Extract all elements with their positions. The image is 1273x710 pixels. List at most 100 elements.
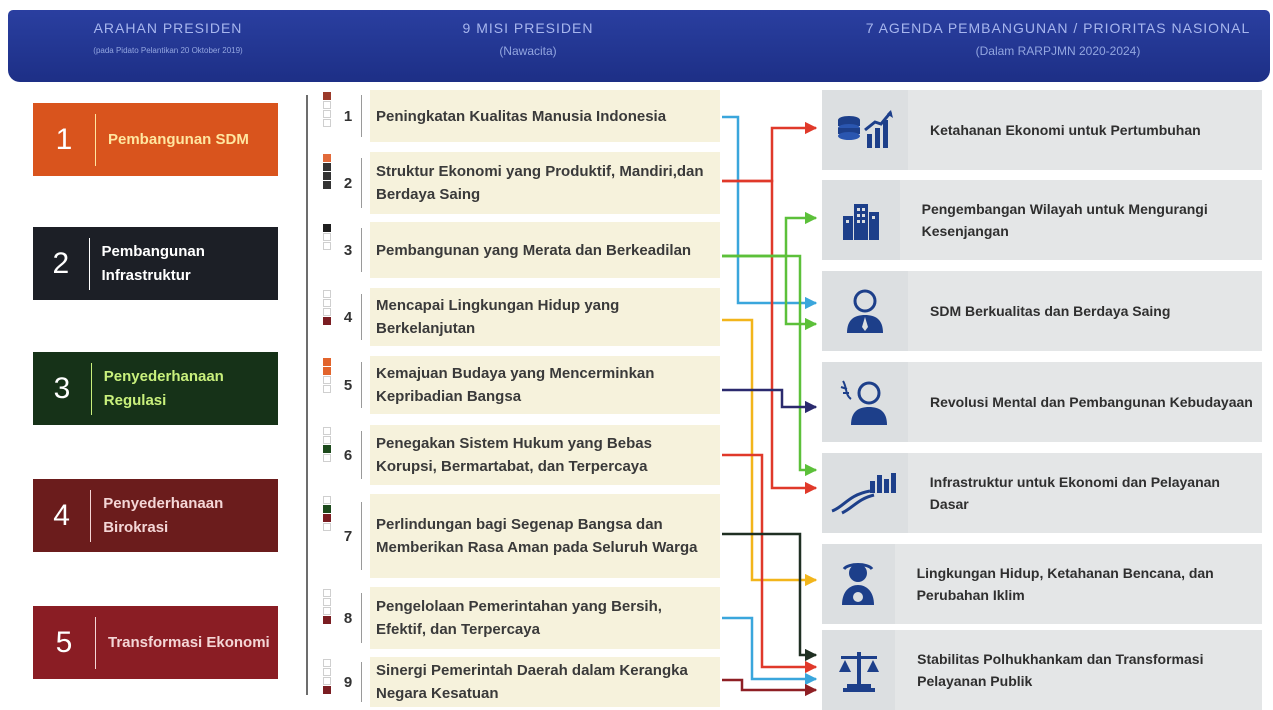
- agenda-row-6: Lingkungan Hidup, Ketahanan Bencana, dan…: [822, 544, 1262, 624]
- misi-divider: [361, 662, 362, 702]
- connector-red-3: [722, 179, 818, 495]
- person-culture-icon: [822, 362, 908, 442]
- misi-text: Pembangunan yang Merata dan Berkeadilan: [370, 222, 720, 278]
- agenda-text: Infrastruktur untuk Ekonomi dan Pelayana…: [929, 474, 1220, 512]
- connector-red-2: [722, 121, 818, 183]
- misi-text: Sinergi Pemerintah Daerah dalam Kerangka…: [370, 657, 720, 707]
- header-misi-subtitle: (Nawacita): [499, 44, 557, 58]
- coins-chart-icon: [822, 90, 908, 170]
- connector-blue-11: [722, 616, 818, 686]
- misi-row-7: 7 Perlindungan bagi Segenap Bangsa dan Me…: [323, 494, 720, 578]
- misi-indicator: [323, 90, 335, 142]
- person-environment-icon: [822, 544, 895, 624]
- misi-row-9: 9 Sinergi Pemerintah Daerah dalam Kerangk…: [323, 657, 720, 707]
- misi-divider: [361, 502, 362, 570]
- header-misi-title: 9 MISI PRESIDEN: [462, 20, 594, 36]
- misi-divider: [361, 293, 362, 341]
- misi-number: 4: [343, 308, 353, 326]
- header-arahan-title: ARAHAN PRESIDEN: [93, 20, 243, 36]
- arahan-label: Transformasi Ekonomi: [108, 633, 270, 651]
- road-city-icon: [822, 453, 908, 533]
- connector-green-5: [722, 254, 818, 331]
- misi-number: 6: [343, 446, 353, 464]
- arahan-label: Pembangunan SDM: [108, 130, 249, 148]
- agenda-row-3: SDM Berkualitas dan Berdaya Saing: [822, 271, 1262, 351]
- misi-indicator: [323, 425, 335, 485]
- misi-row-6: 6 Penegakan Sistem Hukum yang Bebas Korup…: [323, 425, 720, 485]
- misi-row-4: 4 Mencapai Lingkungan Hidup yang Berkelan…: [323, 288, 720, 346]
- arahan-number: 3: [53, 371, 71, 405]
- misi-indicator: [323, 288, 335, 346]
- header-arahan: ARAHAN PRESIDEN (pada Pidato Pelantikan …: [28, 20, 308, 55]
- misi-indicator: [323, 587, 335, 649]
- misi-number: 7: [343, 527, 353, 545]
- header-arahan-subtitle: (pada Pidato Pelantikan 20 Oktober 2019): [93, 46, 243, 55]
- misi-row-8: 8 Pengelolaan Pemerintahan yang Bersih, E…: [323, 587, 720, 649]
- misi-indicator: [323, 152, 335, 214]
- misi-text: Perlindungan bagi Segenap Bangsa dan Mem…: [370, 494, 720, 578]
- misi-divider: [361, 95, 362, 137]
- misi-divider: [361, 593, 362, 643]
- misi-number: 8: [343, 609, 353, 627]
- arahan-number: 4: [53, 498, 70, 532]
- agenda-text: Lingkungan Hidup, Ketahanan Bencana, dan…: [916, 565, 1214, 603]
- misi-number: 9: [343, 673, 353, 691]
- agenda-text: Stabilitas Polhukhankam dan Transformasi…: [917, 651, 1204, 689]
- connector-green-6: [722, 254, 818, 477]
- misi-divider: [361, 227, 362, 273]
- column-divider: [306, 95, 308, 695]
- misi-indicator: [323, 494, 335, 578]
- misi-indicator: [323, 222, 335, 278]
- arahan-separator: [90, 362, 92, 415]
- header-misi: 9 MISI PRESIDEN (Nawacita): [428, 20, 628, 58]
- agenda-row-1: Ketahanan Ekonomi untuk Pertumbuhan: [822, 90, 1262, 170]
- agenda-row-4: Revolusi Mental dan Pembangunan Kebudaya…: [822, 362, 1262, 442]
- arahan-separator: [88, 237, 90, 290]
- misi-text: Kemajuan Budaya yang Mencerminkan Keprib…: [370, 356, 720, 414]
- misi-row-3: 3 Pembangunan yang Merata dan Berkeadilan: [323, 222, 720, 278]
- arahan-label: Pembangunan Infrastruktur: [101, 242, 205, 284]
- arahan-box-4: 4 Penyederhanaan Birokrasi: [33, 479, 278, 552]
- arahan-separator: [95, 113, 96, 166]
- city-buildings-icon: [822, 180, 900, 260]
- arahan-separator: [95, 616, 96, 669]
- arahan-label: Penyederhanaan Birokrasi: [103, 494, 224, 536]
- agenda-row-5: Infrastruktur untuk Ekonomi dan Pelayana…: [822, 453, 1262, 533]
- connector-dark-10: [722, 532, 818, 662]
- header-banner: ARAHAN PRESIDEN (pada Pidato Pelantikan …: [8, 10, 1270, 82]
- agenda-row-7: Stabilitas Polhukhankam dan Transformasi…: [822, 630, 1262, 710]
- agenda-text: Ketahanan Ekonomi untuk Pertumbuhan: [930, 122, 1201, 138]
- misi-divider: [361, 431, 362, 479]
- arahan-box-5: 5 Transformasi Ekonomi: [33, 606, 278, 679]
- arahan-box-1: 1 Pembangunan SDM: [33, 103, 278, 176]
- arahan-number: 5: [55, 625, 73, 659]
- connector-green-4: [722, 211, 818, 258]
- arahan-separator: [90, 489, 92, 542]
- connector-navy-8: [722, 388, 818, 414]
- connector-red-9: [722, 453, 818, 674]
- connector-maroon-12: [722, 678, 818, 697]
- misi-row-5: 5 Kemajuan Budaya yang Mencerminkan Kepri…: [323, 356, 720, 414]
- misi-divider: [361, 158, 362, 208]
- misi-divider: [361, 361, 362, 409]
- person-icon: [822, 271, 908, 351]
- header-agenda-subtitle: (Dalam RARPJMN 2020-2024): [975, 44, 1141, 58]
- misi-number: 5: [343, 376, 353, 394]
- arahan-number: 1: [55, 122, 73, 156]
- agenda-text: Pengembangan Wilayah untuk Mengurangi Ke…: [921, 201, 1208, 239]
- misi-number: 1: [343, 107, 353, 125]
- misi-text: Penegakan Sistem Hukum yang Bebas Korups…: [370, 425, 720, 485]
- misi-text: Mencapai Lingkungan Hidup yang Berkelanj…: [370, 288, 720, 346]
- misi-indicator: [323, 356, 335, 414]
- misi-indicator: [323, 657, 335, 707]
- misi-text: Pengelolaan Pemerintahan yang Bersih, Ef…: [370, 587, 720, 649]
- agenda-row-2: Pengembangan Wilayah untuk Mengurangi Ke…: [822, 180, 1262, 260]
- misi-number: 3: [343, 241, 353, 259]
- connector-blue-1: [722, 115, 818, 310]
- misi-number: 2: [343, 174, 353, 192]
